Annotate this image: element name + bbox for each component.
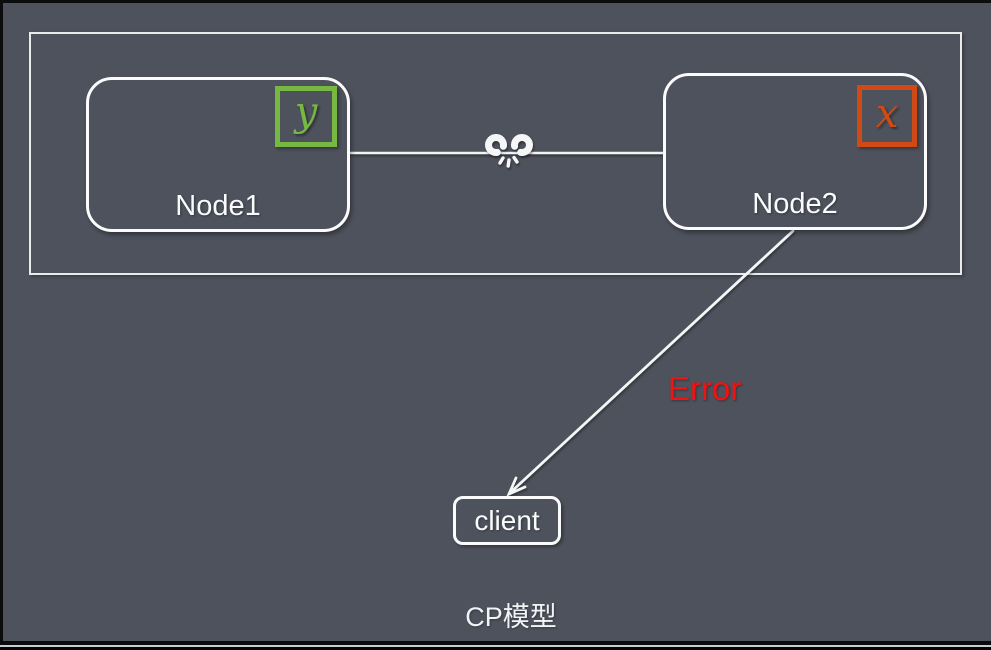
data-item-x-badge: x (857, 85, 917, 147)
node1-label: Node1 (175, 190, 261, 222)
diagram-caption: CP模型 (465, 602, 557, 632)
cluster-boundary (29, 32, 962, 275)
node2-label: Node2 (752, 188, 838, 220)
data-item-x-letter: x (875, 91, 899, 137)
client-label: client (474, 504, 540, 536)
error-arrow-head (506, 476, 527, 497)
slide-frame-top (0, 0, 991, 3)
data-item-y-badge: y (275, 86, 337, 147)
node-node1: Node1 (86, 77, 350, 232)
error-label: Error (668, 370, 742, 407)
client-node: client (453, 496, 561, 545)
slide-frame-left (0, 0, 3, 650)
data-item-y-letter: y (294, 88, 318, 135)
slide-frame-bottom (0, 641, 991, 650)
node-node2: Node2 (663, 73, 927, 230)
